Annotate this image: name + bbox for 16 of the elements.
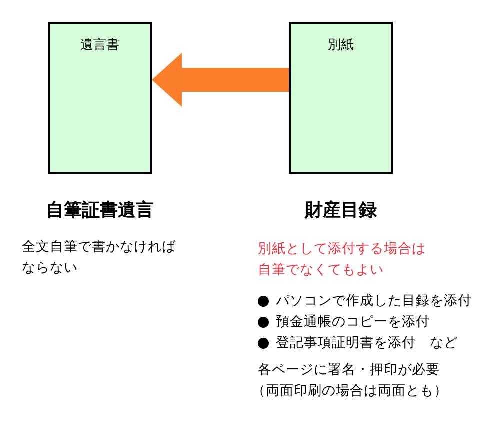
box-title: 別紙 [328,37,354,54]
list-item: 預金通帳のコピーを添付 [276,313,430,331]
list-item: パソコンで作成した目録を添付 [276,292,472,310]
section-heading: 自筆証書遺言 [46,199,154,222]
note-text: （両面印刷の場合は両面とも） [252,382,448,400]
list-item: 登記事項証明書を添付 など [276,334,458,352]
document-box [48,22,152,174]
note-text: 各ページに署名・押印が必要 [258,361,440,379]
document-box [289,22,393,174]
note-text: 別紙として添付する場合は [258,240,426,258]
note-text: 自筆でなくてもよい [258,261,384,279]
section-heading: 財産目録 [305,199,377,222]
arrow [152,53,289,107]
note-text: ならない [22,259,78,277]
note-text: 全文自筆で書かなければ [22,238,176,256]
box-title: 遺言書 [80,37,120,54]
